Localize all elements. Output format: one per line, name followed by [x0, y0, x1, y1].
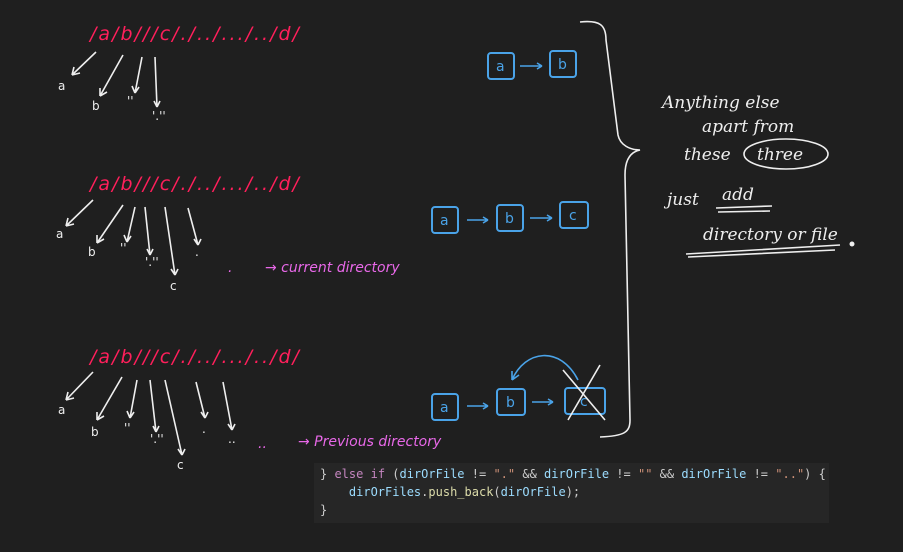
path-string-3: /a/b///c/./../.../../d/	[88, 346, 302, 368]
leaf-parent-dots: ..	[228, 432, 236, 446]
stack-row1: a b	[487, 50, 577, 80]
row1-arrows	[71, 51, 161, 108]
leaf-a: a	[58, 403, 65, 417]
leaf-empty: ''	[127, 94, 134, 108]
leaf-current-dot: .	[195, 245, 199, 259]
path-string-1: /a/b///c/./../.../../d/	[88, 23, 302, 45]
svg-text:these: these	[684, 145, 731, 165]
previous-directory-annotation: → Previous directory	[298, 434, 442, 450]
underlined-word: add	[722, 185, 754, 205]
box-label: b	[506, 395, 515, 411]
leaf-empty: ''	[120, 241, 127, 255]
circled-word: three	[757, 145, 803, 165]
box-label: a	[440, 400, 449, 416]
svg-text:just: just	[663, 190, 699, 210]
row3-arrows	[65, 371, 236, 456]
leaf-c: c	[170, 279, 177, 293]
leaf-empty: ''	[124, 421, 131, 435]
leaf-b: b	[88, 245, 96, 259]
svg-text:directory or file: directory or file	[703, 225, 838, 245]
cross-out-mark	[562, 364, 606, 421]
box-label: c	[580, 394, 588, 410]
row2-arrows	[65, 199, 202, 276]
svg-text:apart from: apart from	[702, 117, 794, 137]
leaf-dot: '.''	[145, 255, 159, 269]
previous-dots-label: ..	[258, 436, 267, 452]
pop-arrow	[511, 354, 579, 381]
code-snippet: } else if (dirOrFile != "." && dirOrFile…	[314, 463, 829, 523]
leaf-current-dot: .	[202, 422, 206, 436]
box-label: a	[440, 213, 449, 229]
leaf-c: c	[177, 458, 184, 472]
box-label: b	[558, 57, 567, 73]
box-label: b	[505, 211, 514, 227]
path-string-2: /a/b///c/./../.../../d/	[88, 173, 302, 195]
handwritten-note: Anything else apart from these three jus…	[660, 93, 855, 258]
current-directory-annotation: → current directory	[265, 260, 400, 276]
leaf-dot: '.''	[152, 109, 166, 123]
current-dot-label: .	[228, 260, 232, 276]
leaf-a: a	[58, 79, 65, 93]
leaf-a: a	[56, 227, 63, 241]
stack-row3: a b c	[431, 354, 606, 421]
svg-text:Anything else: Anything else	[660, 93, 780, 113]
leaf-b: b	[92, 99, 100, 113]
stack-row2: a b c	[431, 201, 589, 234]
box-label: c	[569, 208, 577, 224]
leaf-dot: '.''	[150, 432, 164, 446]
curly-brace	[579, 20, 641, 438]
leaf-b: b	[91, 425, 99, 439]
box-label: a	[496, 59, 505, 75]
